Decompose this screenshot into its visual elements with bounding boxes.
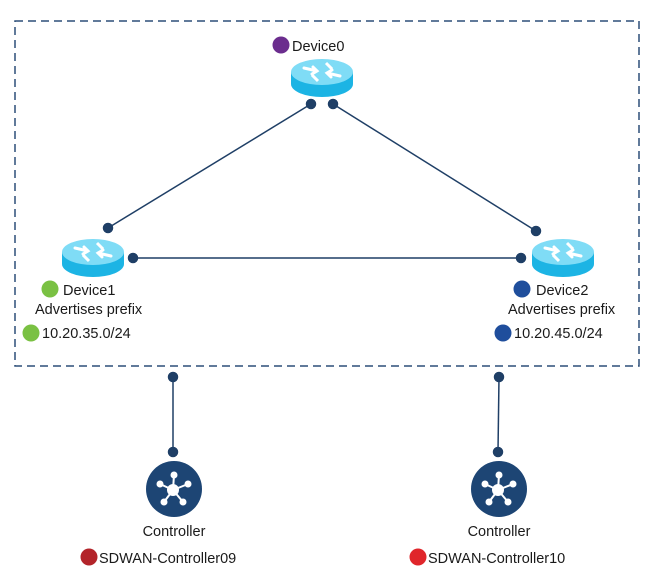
domain-boundary xyxy=(14,20,640,367)
device1-label: Device1 xyxy=(63,283,115,299)
device1-note: Advertises prefix xyxy=(35,302,143,318)
device2-node[interactable] xyxy=(532,239,594,277)
link-endpoint-dot xyxy=(167,371,179,383)
device1-node[interactable] xyxy=(62,239,124,277)
device0-status-dot xyxy=(272,36,290,54)
device2-label: Device2 xyxy=(536,283,588,299)
router-icon xyxy=(62,239,124,277)
device2-status-dot xyxy=(513,280,531,298)
link-endpoint-dot xyxy=(102,222,114,234)
router-icon xyxy=(291,59,353,97)
router-icon xyxy=(532,239,594,277)
controller2-name: SDWAN-Controller10 xyxy=(428,551,565,567)
controller2-type-label: Controller xyxy=(468,524,531,540)
controller-hub-icon xyxy=(471,461,527,517)
link-endpoint-dot xyxy=(515,252,527,264)
link-endpoint-dot xyxy=(305,98,317,110)
device0-node[interactable] xyxy=(291,59,353,97)
device2-prefix-dot xyxy=(494,324,512,342)
controller1-status-dot xyxy=(80,548,98,566)
controller-hub-icon xyxy=(146,461,202,517)
link-endpoint-dot xyxy=(492,446,504,458)
link-endpoint-dot xyxy=(530,225,542,237)
link-domain-controller2[interactable] xyxy=(497,376,500,453)
link-device0-device1[interactable] xyxy=(107,103,312,229)
controller1-node[interactable] xyxy=(146,461,202,517)
device0-label: Device0 xyxy=(292,39,344,55)
device1-status-dot xyxy=(41,280,59,298)
controller1-type-label: Controller xyxy=(143,524,206,540)
link-endpoint-dot xyxy=(167,446,179,458)
device1-prefix-dot xyxy=(22,324,40,342)
links xyxy=(102,98,542,458)
link-endpoint-dot xyxy=(127,252,139,264)
link-device0-device2[interactable] xyxy=(332,103,537,232)
device2-prefix: 10.20.45.0/24 xyxy=(514,326,603,342)
device1-prefix: 10.20.35.0/24 xyxy=(42,326,131,342)
link-endpoint-dot xyxy=(493,371,505,383)
controller2-status-dot xyxy=(409,548,427,566)
link-endpoint-dot xyxy=(327,98,339,110)
controller2-node[interactable] xyxy=(471,461,527,517)
device2-note: Advertises prefix xyxy=(508,302,616,318)
controller1-name: SDWAN-Controller09 xyxy=(99,551,236,567)
